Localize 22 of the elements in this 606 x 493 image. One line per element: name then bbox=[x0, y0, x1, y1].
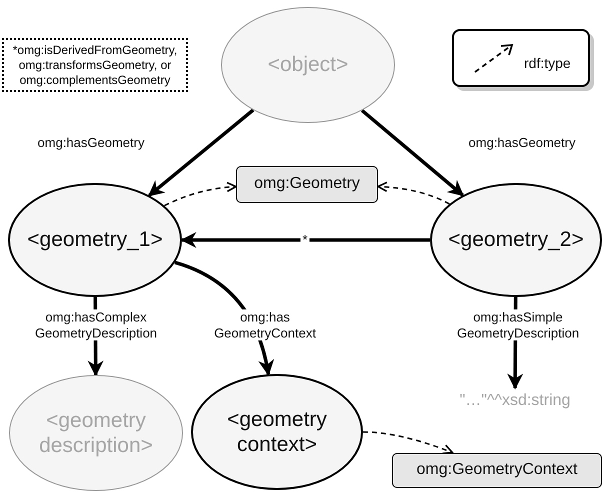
dashed-arrow bbox=[164, 182, 237, 206]
node-text: omg:Geometry bbox=[254, 175, 360, 193]
arrow bbox=[148, 108, 254, 197]
node-text: <geometry_1> bbox=[27, 227, 163, 253]
arrow bbox=[360, 109, 464, 197]
node-text: omg:GeometryContext bbox=[416, 461, 578, 479]
legend-text: rdf:type bbox=[524, 55, 571, 71]
arrow bbox=[180, 232, 430, 248]
dashed-arrow bbox=[377, 182, 450, 205]
dashed-arrow bbox=[362, 431, 454, 454]
literal-text: "…"^^xsd:string bbox=[435, 388, 595, 414]
edge-label: omg:hasGeometry bbox=[466, 135, 578, 151]
node-text: <geometry context> bbox=[226, 406, 328, 458]
node-text: *omg:isDerivedFromGeometry, omg:transformsGeometry, or omg:complementsGeometry bbox=[12, 42, 178, 88]
class-box bbox=[392, 452, 602, 488]
node-text: <geometry_2> bbox=[448, 227, 584, 253]
edge-label: omg:hasGeometry bbox=[36, 135, 146, 151]
node-text: <object> bbox=[268, 52, 348, 78]
node-text: <geometry description> bbox=[38, 408, 154, 458]
class-box bbox=[236, 166, 378, 202]
edge-label: omg:hasSimple GeometryDescription bbox=[454, 309, 582, 341]
note-box bbox=[2, 38, 188, 92]
